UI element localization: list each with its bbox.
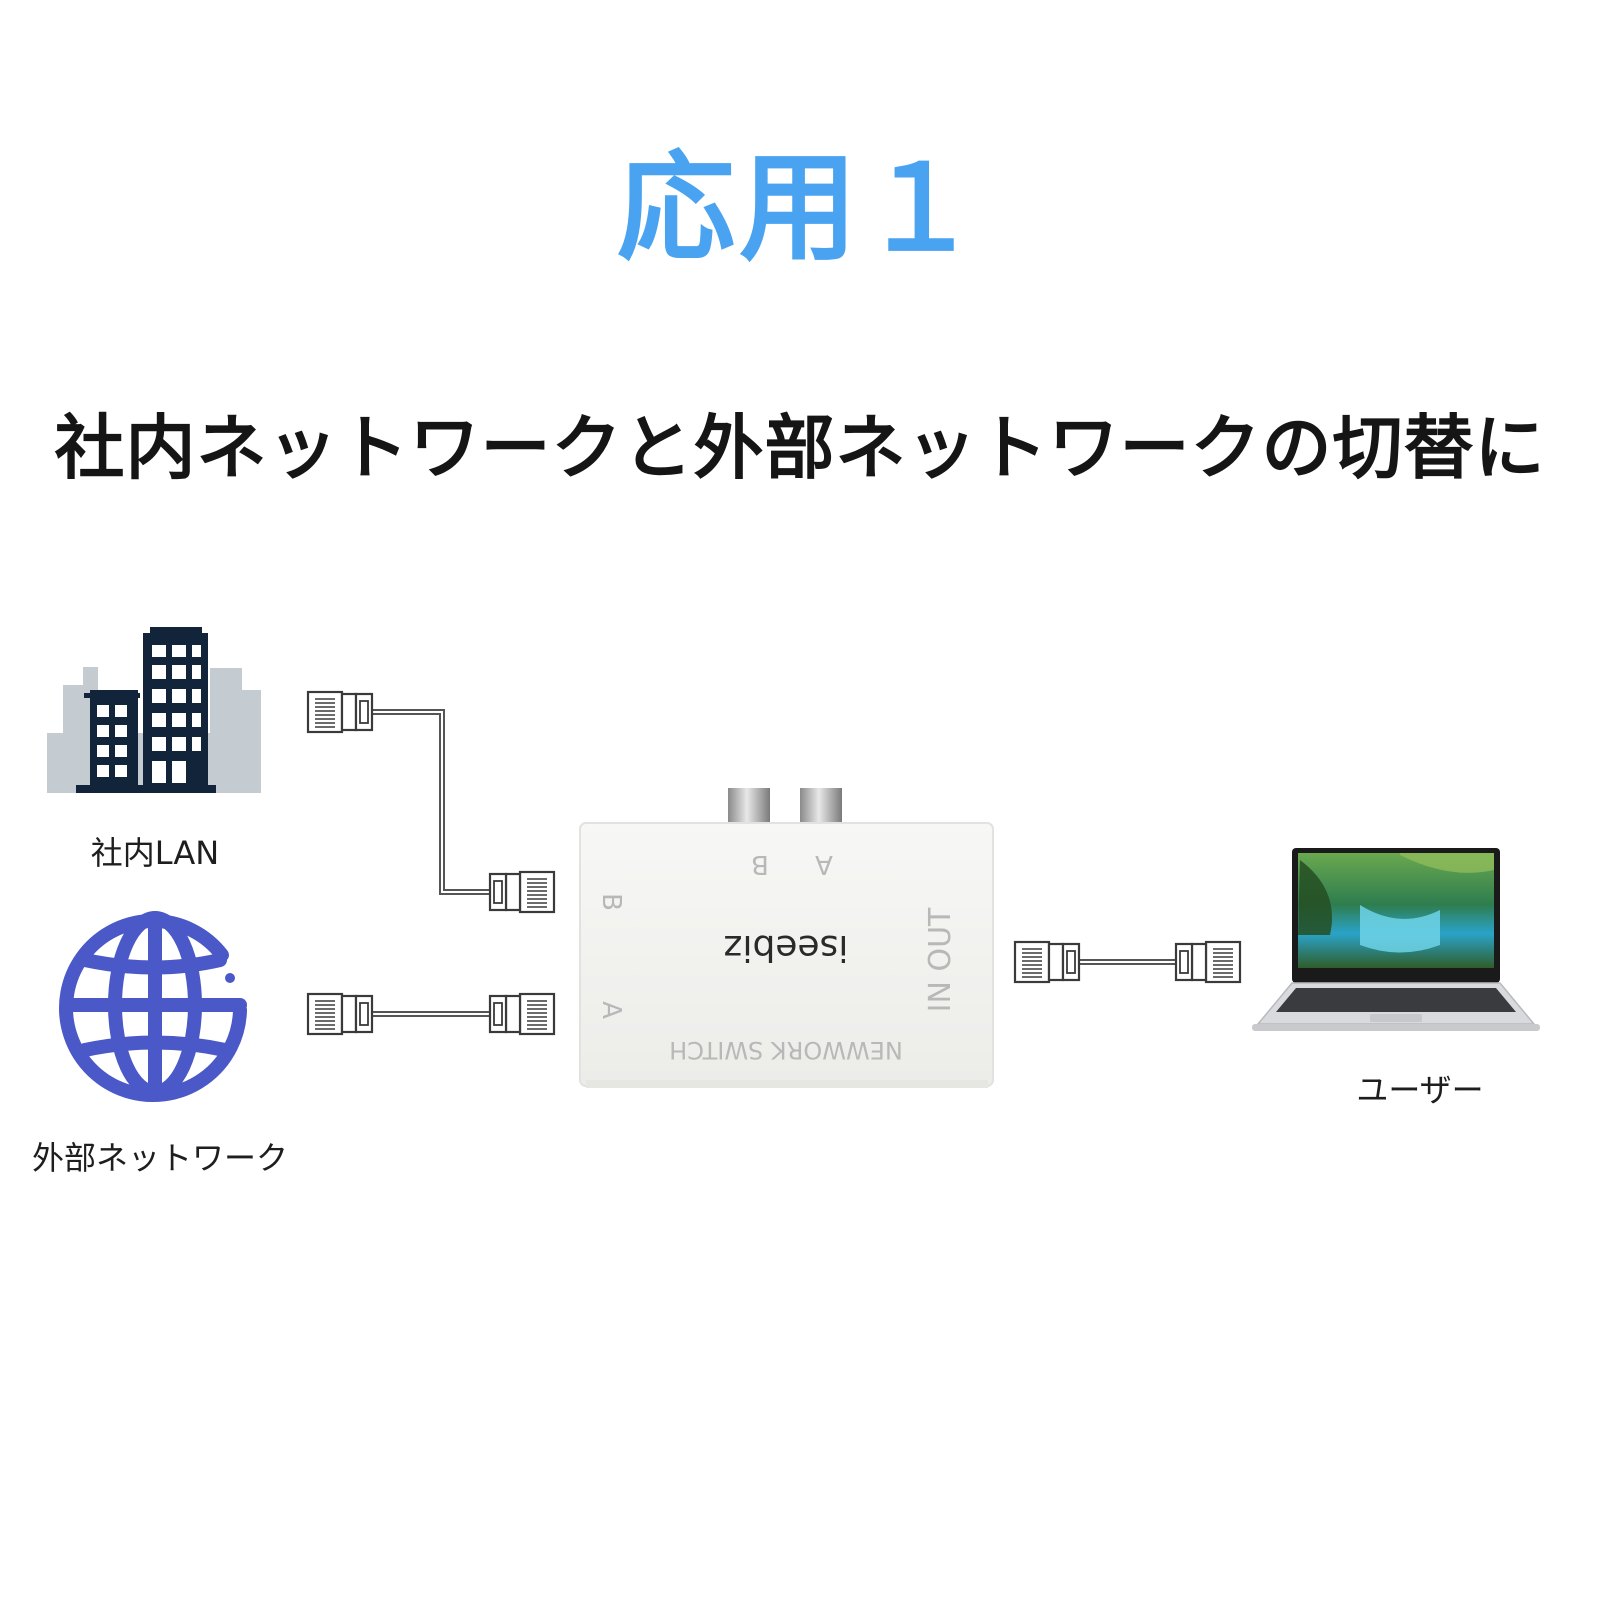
rj45-connector-user-start [1013,940,1081,984]
lan-label: 社内LAN [90,834,220,872]
rj45-connector-external-end [488,992,556,1036]
port-side-b-label: B [596,893,626,911]
page-title: 応用１ [616,139,983,277]
rj45-connector-external-start [306,992,374,1036]
switch-brand: iseebiz [724,927,849,968]
rj45-connector-user-end [1174,940,1242,984]
port-in-out-label: IN OUT [923,907,958,1012]
rj45-connector-lan-start [306,690,374,734]
switch-model: NEWWORK SWITCH [669,1036,903,1064]
port-top-a-label: A [815,849,833,879]
port-side-a-label: A [596,1001,626,1019]
cables [370,709,1177,1017]
port-top-b-label: B [751,849,769,879]
switch-knob-a [800,788,842,826]
rj45-connector-lan-end [488,870,556,914]
user-label: ユーザー [1356,1071,1484,1109]
building-icon [47,627,261,793]
network-switch: B A B A IN OUT iseebiz NEWWORK SWITCH [579,788,994,1088]
page-subtitle: 社内ネットワークと外部ネットワークの切替に [54,407,1546,489]
globe-icon [59,911,247,1102]
external-network-label: 外部ネットワーク [31,1139,288,1177]
laptop-icon [1252,848,1540,1031]
switch-knob-b [728,788,770,826]
